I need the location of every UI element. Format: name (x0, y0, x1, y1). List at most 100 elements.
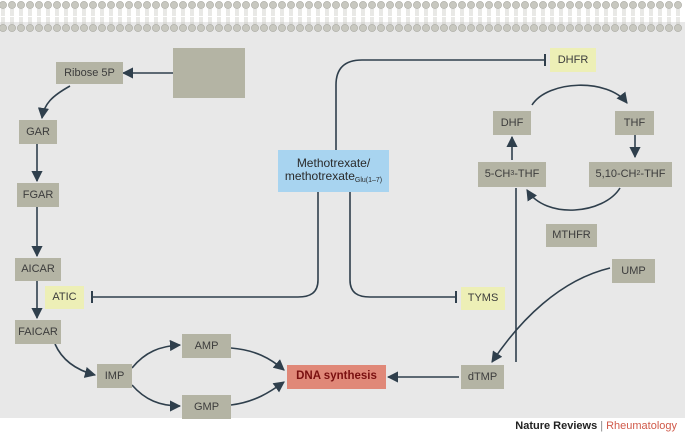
membrane-head (296, 24, 304, 32)
membrane-tail (145, 17, 149, 24)
membrane-tail (514, 17, 518, 24)
membrane-tail (271, 17, 275, 24)
membrane-head (656, 24, 664, 32)
membrane-tail (415, 9, 419, 16)
membrane-tail (541, 9, 545, 16)
membrane-head (674, 1, 682, 9)
membrane-tail (109, 17, 113, 24)
membrane-head (161, 1, 169, 9)
arrow-gmp-to-dna (230, 381, 285, 406)
membrane-head (359, 24, 367, 32)
membrane-tail (505, 9, 509, 16)
membrane-tail (244, 9, 248, 16)
membrane-tail (676, 17, 680, 24)
membrane-head (458, 24, 466, 32)
membrane-tail (361, 17, 365, 24)
membrane-tail (253, 9, 257, 16)
membrane-tail (316, 17, 320, 24)
membrane-tail (442, 9, 446, 16)
membrane-head (215, 24, 223, 32)
membrane-tail (19, 9, 23, 16)
node-fgar: FGAR (17, 183, 59, 207)
membrane-tail (127, 17, 131, 24)
membrane-tail (559, 17, 563, 24)
membrane-head (521, 24, 529, 32)
methyl-thf-subscript: 3 (510, 170, 515, 178)
node-atic: ATIC (45, 286, 84, 309)
membrane-head (125, 1, 133, 9)
membrane-head (287, 1, 295, 9)
membrane-tail (325, 17, 329, 24)
membrane-head (224, 24, 232, 32)
membrane-head (476, 24, 484, 32)
methylene-thf-subscript: 2 (636, 170, 641, 178)
membrane-head (71, 24, 79, 32)
membrane-tail (253, 17, 257, 24)
membrane-tail (64, 9, 68, 16)
membrane-tail (73, 9, 77, 16)
membrane-head (269, 1, 277, 9)
membrane-head (458, 1, 466, 9)
membrane-tail (406, 9, 410, 16)
membrane-head (467, 1, 475, 9)
membrane-head (260, 1, 268, 9)
membrane-tail (658, 9, 662, 16)
membrane-head (197, 1, 205, 9)
membrane-head (674, 24, 682, 32)
membrane-tail (568, 17, 572, 24)
membrane-tail (442, 17, 446, 24)
membrane-tail (91, 17, 95, 24)
membrane-head (377, 1, 385, 9)
membrane-tail (334, 9, 338, 16)
membrane-tail (208, 17, 212, 24)
membrane-tail (388, 17, 392, 24)
membrane-tail (451, 9, 455, 16)
membrane-head (35, 24, 43, 32)
arrow-amp-to-dna (230, 347, 285, 371)
membrane-tail (496, 17, 500, 24)
membrane-tail (163, 9, 167, 16)
membrane-head (629, 1, 637, 9)
membrane-head (548, 1, 556, 9)
inhibition-dhfr (335, 59, 545, 150)
arrow-ribose-to-gar (37, 85, 71, 120)
membrane-head (116, 1, 124, 9)
membrane-tail (379, 9, 383, 16)
membrane-tail (37, 9, 41, 16)
membrane-head (341, 24, 349, 32)
membrane-tail (604, 17, 608, 24)
inhibition-tyms (349, 192, 456, 298)
membrane-tail (73, 17, 77, 24)
arrow-imp-to-gmp (131, 384, 182, 412)
membrane-tail (397, 9, 401, 16)
membrane-tail (406, 17, 410, 24)
membrane-head (260, 24, 268, 32)
membrane-head (305, 24, 313, 32)
membrane-head (35, 1, 43, 9)
membrane-tail (424, 9, 428, 16)
membrane-head (278, 1, 286, 9)
membrane-head (80, 24, 88, 32)
membrane-tail (469, 9, 473, 16)
membrane-tail (217, 9, 221, 16)
membrane-head (0, 24, 7, 32)
membrane-tail (199, 17, 203, 24)
membrane-tail (190, 17, 194, 24)
membrane-head (242, 1, 250, 9)
membrane-tail (343, 9, 347, 16)
membrane-head (593, 24, 601, 32)
node-tyms: TYMS (461, 287, 505, 310)
membrane-tail (604, 9, 608, 16)
membrane-head (143, 24, 151, 32)
membrane-head (107, 24, 115, 32)
membrane-head (152, 1, 160, 9)
node-pentose-phosphate-pathway (173, 48, 245, 98)
membrane-tail (82, 17, 86, 24)
membrane-head (62, 1, 70, 9)
membrane-head (89, 1, 97, 9)
membrane-head (395, 24, 403, 32)
node-methotrexate: Methotrexate/ methotrexateGlu(1–7) (278, 150, 389, 192)
membrane-tail (496, 9, 500, 16)
membrane-tail (478, 9, 482, 16)
